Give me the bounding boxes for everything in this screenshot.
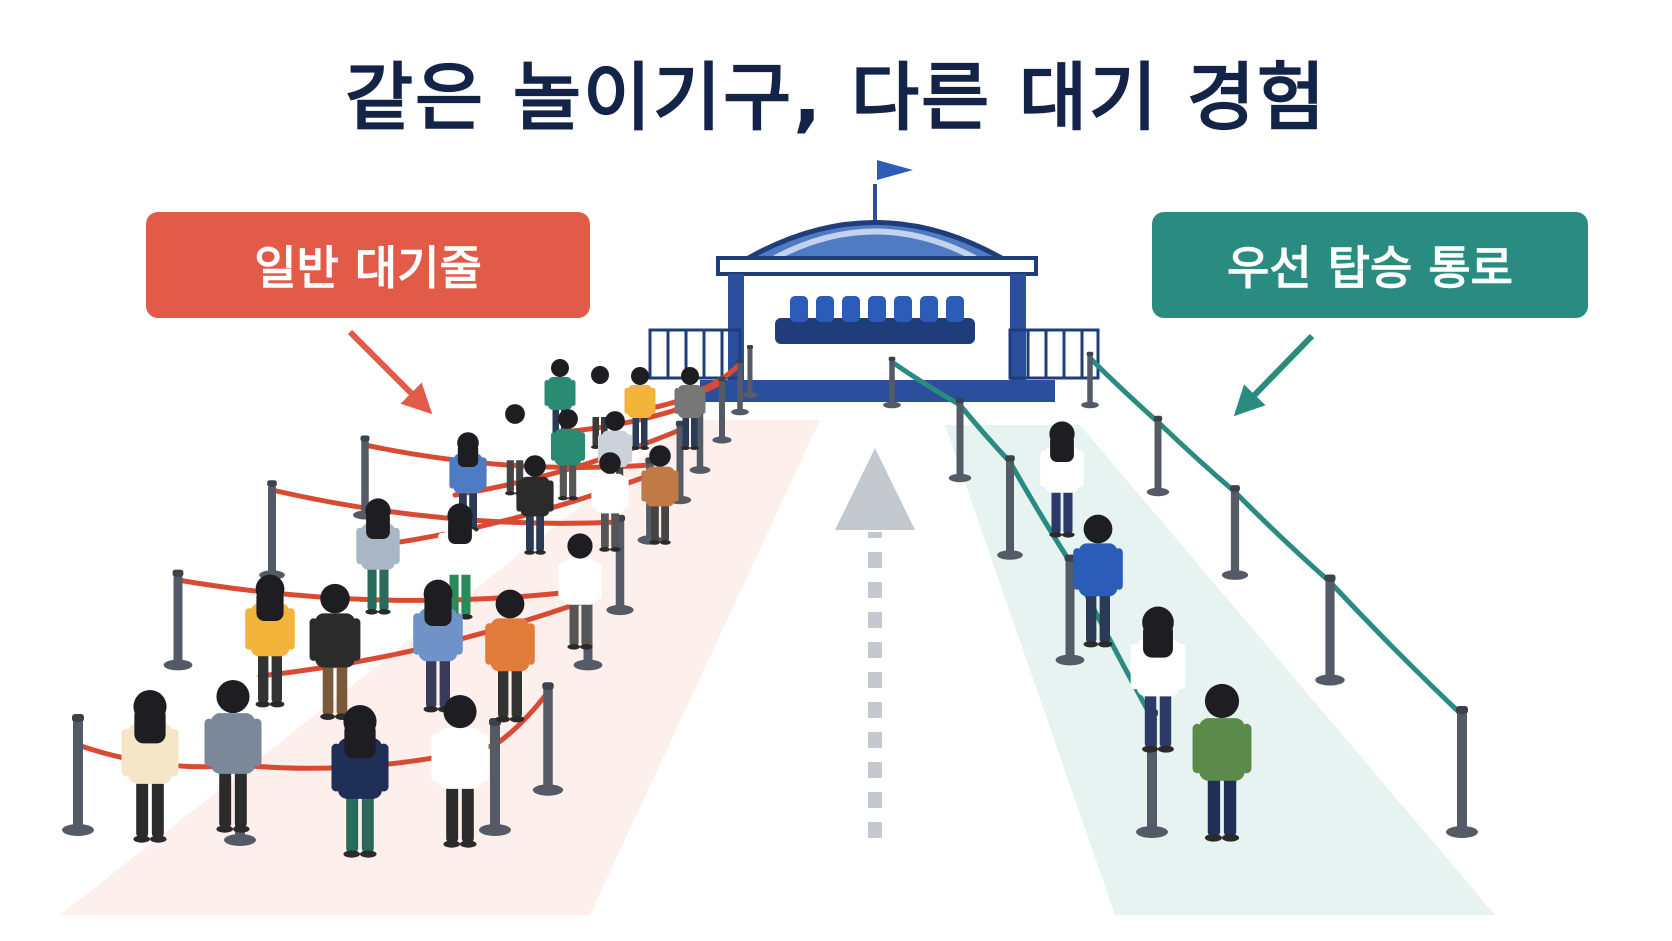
person-icon — [497, 404, 533, 496]
person-icon — [1040, 421, 1084, 538]
person-icon — [431, 695, 489, 848]
people-group — [121, 359, 1252, 858]
stanchion-post-icon — [948, 397, 972, 483]
person-icon — [591, 452, 629, 552]
person-icon — [674, 367, 706, 450]
rope-segment — [1007, 459, 1073, 565]
person-icon — [245, 574, 295, 708]
rope-segment — [1087, 355, 1161, 425]
ride-station-icon — [700, 160, 1055, 402]
rope-segment — [1327, 579, 1465, 718]
standard-queue-pointer-arrow — [347, 329, 433, 415]
person-icon — [544, 359, 576, 442]
stanchion-post-icon — [1081, 351, 1099, 409]
stanchion-post-icon — [606, 514, 634, 616]
rope-segment — [452, 427, 683, 498]
person-icon — [641, 445, 679, 545]
person-icon — [438, 503, 482, 620]
person-icon — [121, 690, 179, 843]
stanchion-post-icon — [1221, 485, 1249, 580]
stanchion-post-icon — [883, 356, 901, 409]
stanchion-post-icon — [479, 718, 511, 836]
person-icon — [1130, 606, 1186, 753]
stanchion-post-icon — [1055, 554, 1085, 666]
stanchion-post-icon — [62, 714, 94, 836]
person-icon — [624, 367, 656, 450]
person-icon — [309, 583, 361, 720]
stanchion-post-icon — [1146, 415, 1170, 497]
flag-icon — [877, 160, 913, 180]
stanchion-post-icon — [163, 569, 193, 671]
priority-lane-label: 우선 탑승 통로 — [1152, 212, 1588, 318]
person-icon — [516, 455, 554, 555]
rope-segment — [269, 487, 623, 526]
person-icon — [558, 533, 602, 650]
person-icon — [331, 705, 389, 858]
stanchion-post-icon — [1446, 706, 1478, 838]
person-icon — [550, 409, 586, 501]
rope-segment — [889, 359, 963, 408]
person-icon — [485, 589, 535, 723]
stanchion-post-icon — [532, 682, 564, 796]
person-icon — [1192, 683, 1252, 842]
page-title: 같은 놀이기구, 다른 대기 경험 — [344, 55, 1328, 141]
stanchion-post-icon — [1315, 574, 1345, 686]
stanchion-post-icon — [259, 480, 285, 580]
rope-segment — [1155, 419, 1238, 495]
stanchion-post-icon — [742, 345, 758, 398]
arrow-up-icon — [835, 448, 915, 530]
person-icon — [1073, 514, 1123, 648]
person-icon — [356, 498, 400, 615]
person-icon — [204, 680, 262, 833]
priority-lane-pointer-arrow — [1233, 333, 1315, 417]
stanchion-post-icon — [997, 455, 1023, 560]
stanchion-post-icon — [712, 376, 732, 444]
stanchion-post-icon — [731, 358, 749, 416]
rope-segment — [1232, 489, 1333, 585]
priority-lane-ropes — [889, 355, 1465, 721]
standard-queue-label: 일반 대기줄 — [146, 212, 590, 318]
